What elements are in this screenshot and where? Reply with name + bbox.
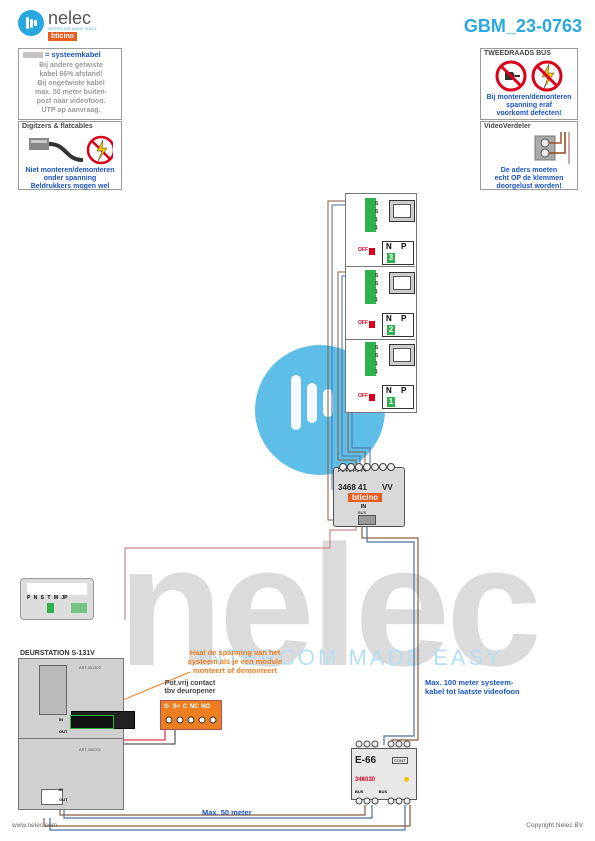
monitor-1-np-box: N P 1 (382, 385, 414, 409)
footer-copyright: Copyright Nelec BV (526, 822, 583, 829)
monitor-3-off-label: OFF (358, 247, 368, 253)
nelec-logo-icon (18, 10, 44, 36)
distributor-terminals (339, 463, 395, 471)
watermark-word: nelec (118, 510, 542, 702)
dip-switch-labels: P N S T M JP (27, 595, 68, 601)
monitor-2-switch (369, 321, 375, 328)
distributor-note-title: VideoVerdeler (484, 123, 531, 130)
distributor-bticino-logo: bticino (348, 493, 383, 502)
document-code: GBM_23-0763 (463, 16, 582, 36)
door-station-in-label: IN (59, 717, 63, 722)
psu-model: E-66 (355, 755, 377, 766)
psu-bus-labels: BUS BUS (355, 789, 388, 794)
footer-website: www.nelec.com (12, 822, 58, 829)
max-100-note: Max. 100 meter systeem-kabel tot laatste… (425, 678, 520, 696)
monitor-2-terminal-block (365, 270, 376, 304)
distributor-model: 3468 41 (338, 483, 367, 492)
dip-switch-top (27, 583, 87, 595)
monitor-3-switch (369, 248, 375, 255)
psu-led (404, 777, 409, 782)
distributor-bus-label: BUS (358, 510, 367, 515)
digitizers-note-box: Digitzers & flatcables Niet monteren/dem… (18, 121, 122, 190)
module-label-2: ART.352001 (79, 747, 101, 752)
flatcable-warning-icon (29, 135, 113, 165)
distributor-in-label: IN (361, 504, 366, 510)
dip-switch-green (47, 603, 54, 613)
door-station-out-label: OUT (59, 729, 68, 734)
door-station-lower: ART.352001 IN OUT (18, 738, 124, 810)
bus-note-title: TWEEDRAADS BUS (484, 50, 551, 57)
monitor-divider (345, 339, 415, 340)
psu-bottom-terminals (355, 797, 411, 805)
door-station-connector (70, 715, 114, 729)
monitor-3-number: 3 (387, 253, 395, 263)
distributor-ports: P1 P2 P3 P4 (338, 468, 367, 474)
monitor-1-number: 1 (387, 397, 395, 407)
monitor-2-np-box: N P 2 (382, 313, 414, 337)
psu-tag: CONT. (392, 757, 408, 764)
monitor-1-off-label: OFF (358, 393, 368, 399)
monitor-3-terminal-block (365, 198, 376, 232)
power-warning-icons (495, 60, 563, 92)
monitor-1-switch (369, 394, 375, 401)
brand-name: nelec (48, 8, 92, 28)
watermark-tagline: INTERCOM MADE EASY (198, 645, 504, 670)
max-50-note: Max. 50 meter (202, 808, 252, 817)
distributor-tag: VV (382, 483, 393, 492)
psu-module: E-66 CONT. 346030 BUS BUS (351, 748, 417, 800)
module-keypad (39, 665, 67, 715)
door-station-title: DEURSTATION S-131V (20, 650, 95, 657)
monitor-3-screen-icon (389, 200, 415, 222)
relay-terminals (165, 716, 217, 724)
monitor-2-number: 2 (387, 325, 395, 335)
relay-terminal-labels: S- S+ C NC NO (164, 704, 211, 710)
monitor-1-screen-icon (389, 344, 415, 366)
cable-note-title: = systeemkabel (45, 50, 101, 59)
dip-switch-panel: P N S T M JP (20, 578, 94, 620)
cable-symbol-icon (23, 52, 43, 58)
dip-switch-green-2 (71, 603, 87, 613)
monitor-stack (345, 193, 417, 413)
psu-code: 346030 (355, 777, 376, 783)
terminal-loop-icon (534, 132, 570, 164)
relay-wires (110, 730, 176, 745)
door-station-in-label-2: IN (59, 787, 63, 792)
monitor-1-terminal-block (365, 342, 376, 376)
door-psu-wires (43, 805, 411, 831)
monitor-2-off-label: OFF (358, 320, 368, 326)
door-station-out-label-2: OUT (59, 797, 68, 802)
monitor-2-screen-icon (389, 272, 415, 294)
relay-module: S- S+ C NC NO (160, 700, 222, 730)
monitor-divider (345, 266, 415, 267)
distributor-in-terminal (358, 515, 376, 525)
video-distributor: P1 P2 P3 P4 3468 41 VV bticino IN BUS (333, 467, 405, 527)
monitor-3-np-box: N P 3 (382, 241, 414, 265)
door-station-lower-terminal (41, 789, 63, 805)
bticino-logo: bticino (48, 32, 77, 41)
digitizers-note-title: Digitzers & flatcables (22, 123, 93, 130)
psu-top-terminals (355, 740, 411, 748)
module-label-1: ART.331302 (79, 665, 101, 670)
brand-tagline: INTERCOM MADE EASY (48, 27, 98, 31)
